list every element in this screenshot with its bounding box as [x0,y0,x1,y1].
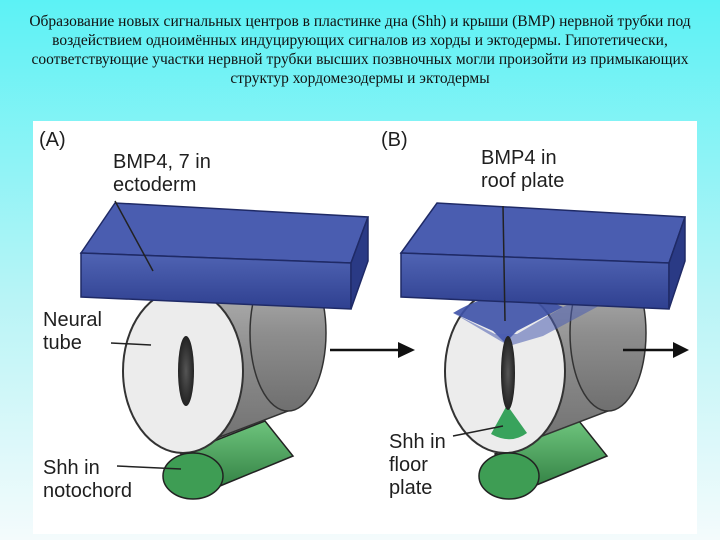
slide-caption: Образование новых сигнальных центров в п… [29,13,691,87]
panel-a-letter: (A) [39,129,66,151]
label-roof-plate: BMP4 in roof plate [481,147,565,192]
ectoderm-slab-front-a [80,252,352,310]
leader-neural-a [110,342,152,346]
label-floor-plate: Shh in floor plate [389,431,446,499]
label-notochord: Shh in notochord [43,457,132,502]
notochord-face-b [478,452,540,500]
arrow-a-head [398,342,415,358]
figure-panel: (A) BMP4, 7 in ectoderm Neural tube Shh … [33,121,697,534]
ectoderm-slab-side-a [350,216,369,310]
floor-plate-b [491,405,527,440]
neural-tube-diagram [79,200,689,500]
leader-floor-b [452,425,504,437]
leader-roof-b [502,205,506,322]
lumen-a [178,336,194,406]
label-ectoderm: BMP4, 7 in ectoderm [113,151,211,196]
lumen-b [501,336,515,410]
panel-b-letter: (B) [381,129,408,151]
leader-ectoderm-a [114,200,154,272]
notochord-face-a [162,452,224,500]
label-neural-tube: Neural tube [43,309,102,354]
roof-slab-front-b [400,252,670,310]
roof-slab-side-b [668,216,686,310]
roof-plate-b [453,295,563,343]
panel-b [399,202,689,500]
panel-a [79,200,415,500]
arrow-b-head [673,342,689,358]
leader-notochord-a [116,465,182,470]
